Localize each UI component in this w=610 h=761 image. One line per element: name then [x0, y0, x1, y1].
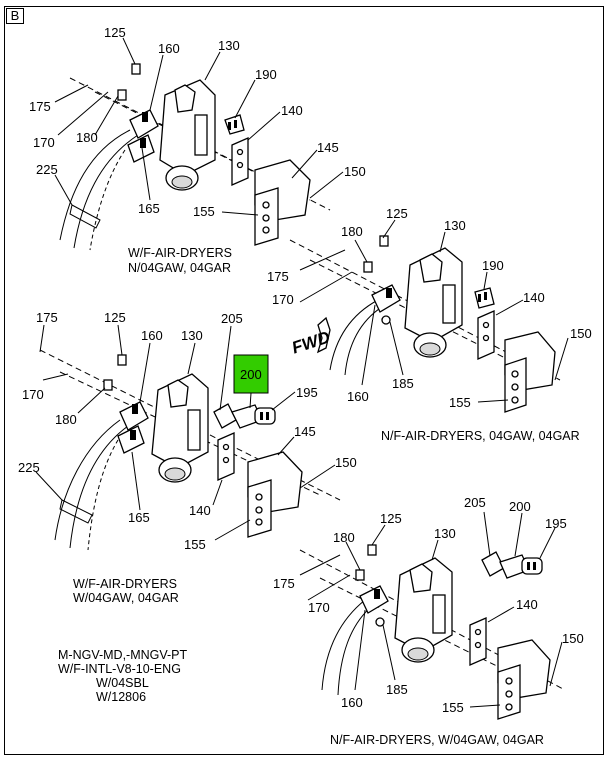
- view-2-callout: 190: [482, 258, 504, 273]
- view-2-callout: 150: [570, 326, 592, 341]
- view-1-callout: 125: [104, 25, 126, 40]
- highlight-label: 200: [240, 367, 262, 382]
- forward-direction-arrow: FWD: [290, 316, 333, 358]
- note-line: W/F-INTL-V8-10-ENG: [58, 662, 181, 676]
- view-2-callout: 125: [386, 206, 408, 221]
- view-4-caption-line: N/F-AIR-DRYERS, W/04GAW, 04GAR: [330, 733, 544, 747]
- fwd-label: FWD: [290, 328, 333, 358]
- view-4-callout: 130: [434, 526, 456, 541]
- view-3-callout: 205: [221, 311, 243, 326]
- view-2-callout: 140: [523, 290, 545, 305]
- view-4-drawing: 125 205 200 195 180 130 175 170 140 150 …: [273, 495, 584, 747]
- view-2-callout: 175: [267, 269, 289, 284]
- view-3-callout: 195: [296, 385, 318, 400]
- view-1-callout: 130: [218, 38, 240, 53]
- view-1-caption-line: W/F-AIR-DRYERS: [128, 246, 232, 260]
- view-4-callout: 195: [545, 516, 567, 531]
- view-3-callout: 165: [128, 510, 150, 525]
- view-1-callout: 180: [76, 130, 98, 145]
- note-line: M-NGV-MD,-MNGV-PT: [58, 648, 188, 662]
- view-1-callout: 160: [158, 41, 180, 56]
- view-3-callout: 145: [294, 424, 316, 439]
- view-4-callout: 185: [386, 682, 408, 697]
- view-1-drawing: 125 160 130 190 175 170 180 140 145 225 …: [29, 25, 366, 275]
- view-1-callout: 145: [317, 140, 339, 155]
- view-1-callout: 150: [344, 164, 366, 179]
- view-3-drawing: 175 125 160 130 205 170 180 195 145 225 …: [18, 310, 357, 605]
- view-3-callout: 175: [36, 310, 58, 325]
- diagram-frame: [4, 6, 604, 755]
- view-1-callout: 225: [36, 162, 58, 177]
- view-2-callout: 180: [341, 224, 363, 239]
- view-2-callout: 170: [272, 292, 294, 307]
- note-line: W/12806: [96, 690, 146, 704]
- highlighted-callout-200: 200: [233, 354, 269, 409]
- view-3-callout: 180: [55, 412, 77, 427]
- view-2-caption-line: N/F-AIR-DRYERS, 04GAW, 04GAR: [381, 429, 580, 443]
- view-1-caption-line: N/04GAW, 04GAR: [128, 261, 231, 275]
- figure-letter: B: [6, 8, 24, 24]
- view-1-callout: 155: [193, 204, 215, 219]
- view-2-drawing: 125 180 130 175 190 170 140 150 160 185 …: [267, 206, 592, 443]
- view-3-callout: 130: [181, 328, 203, 343]
- view-4-callout: 125: [380, 511, 402, 526]
- view-3-caption-line: W/04GAW, 04GAR: [73, 591, 179, 605]
- view-4-callout: 200: [509, 499, 531, 514]
- view-4-callout: 170: [308, 600, 330, 615]
- view-4-callout: 175: [273, 576, 295, 591]
- view-3-callout: 225: [18, 460, 40, 475]
- note-line: W/04SBL: [96, 676, 149, 690]
- view-1-callout: 190: [255, 67, 277, 82]
- view-3-callout: 170: [22, 387, 44, 402]
- view-4-callout: 205: [464, 495, 486, 510]
- view-4-callout: 140: [516, 597, 538, 612]
- applicability-note: M-NGV-MD,-MNGV-PT W/F-INTL-V8-10-ENG W/0…: [58, 648, 188, 704]
- view-3-callout: 155: [184, 537, 206, 552]
- view-4-callout: 160: [341, 695, 363, 710]
- view-2-callout: 155: [449, 395, 471, 410]
- view-3-callout: 140: [189, 503, 211, 518]
- view-2-callout: 185: [392, 376, 414, 391]
- view-2-callout: 130: [444, 218, 466, 233]
- view-3-caption-line: W/F-AIR-DRYERS: [73, 577, 177, 591]
- view-3-callout: 150: [335, 455, 357, 470]
- view-3-callout: 160: [141, 328, 163, 343]
- view-4-callout: 155: [442, 700, 464, 715]
- view-3-callout: 125: [104, 310, 126, 325]
- view-1-callout: 140: [281, 103, 303, 118]
- view-1-callout: 165: [138, 201, 160, 216]
- view-4-callout: 180: [333, 530, 355, 545]
- view-2-callout: 160: [347, 389, 369, 404]
- view-1-callout: 175: [29, 99, 51, 114]
- view-4-callout: 150: [562, 631, 584, 646]
- view-1-callout: 170: [33, 135, 55, 150]
